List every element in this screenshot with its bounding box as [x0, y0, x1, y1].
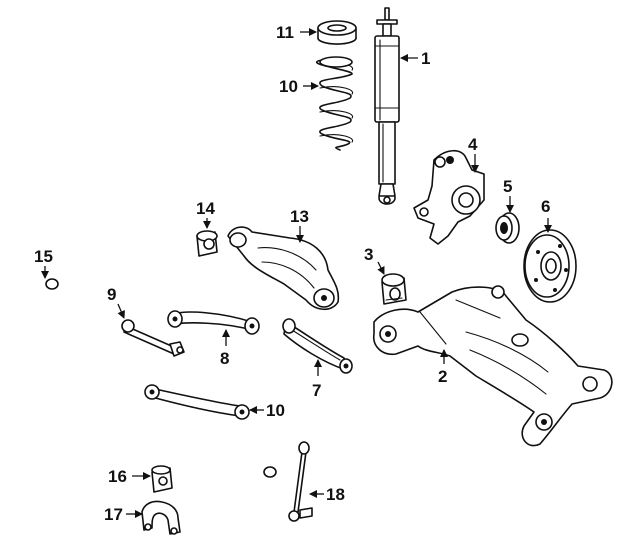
- callout-4: 4: [468, 135, 479, 173]
- knuckle-icon: [413, 149, 485, 245]
- callout-label: 10: [279, 77, 298, 96]
- lower-spring-link-icon: [227, 226, 340, 311]
- callout-label: 8: [220, 349, 229, 368]
- callout-label: 10: [266, 401, 285, 420]
- subframe-bushing-icon: [381, 273, 407, 305]
- callout-label: 1: [421, 49, 430, 68]
- callout-1: 1: [400, 49, 430, 68]
- callout-9: 9: [107, 285, 125, 319]
- callout-14: 14: [196, 199, 215, 229]
- callout-label: 7: [312, 381, 321, 400]
- callout-label: 5: [503, 177, 512, 196]
- hub-flange-icon: [523, 229, 577, 303]
- stabilizer-bushing-icon: [151, 465, 173, 493]
- callout-2: 2: [438, 349, 448, 386]
- stabilizer-bar-icon: [11, 278, 277, 478]
- callout-12: 11: [276, 23, 317, 42]
- callout-label: 6: [541, 197, 550, 216]
- upper-control-arm-icon: [167, 310, 260, 335]
- callout-10: 10: [249, 401, 285, 420]
- lower-control-arm-icon: [144, 384, 250, 420]
- trailing-arm-icon: [282, 318, 353, 374]
- callout-7: 7: [312, 359, 322, 400]
- callout-label: 14: [196, 199, 215, 218]
- bushing-bracket-icon: [141, 500, 181, 535]
- callout-3: 3: [364, 245, 385, 275]
- callout-label: 9: [107, 285, 116, 304]
- callout-15: 15: [34, 247, 53, 279]
- shock-absorber-icon: [374, 7, 400, 205]
- crossmember-subframe-icon: [372, 285, 613, 447]
- callout-label: 11: [276, 23, 294, 42]
- callout-label: 13: [290, 207, 309, 226]
- callout-8: 8: [220, 329, 230, 368]
- callout-label: 3: [364, 245, 373, 264]
- tie-rod-icon: [121, 319, 185, 357]
- stabilizer-link-icon: [288, 441, 313, 522]
- callout-18: 18: [309, 485, 345, 504]
- callout-label: 4: [468, 135, 478, 154]
- callout-5: 5: [503, 177, 514, 213]
- callout-6: 6: [541, 197, 552, 233]
- callout-16: 16: [108, 467, 151, 486]
- coil-spring-icon: [316, 56, 354, 151]
- spring-insulator-icon: [317, 20, 357, 45]
- callout-label: 2: [438, 367, 447, 386]
- callout-label: 16: [108, 467, 127, 486]
- callout-17: 17: [104, 505, 143, 524]
- callout-label: 15: [34, 247, 53, 266]
- link-bushing-icon: [196, 230, 218, 257]
- wheel-bearing-icon: [495, 212, 520, 244]
- callout-label: 17: [104, 505, 123, 524]
- callout-13: 13: [290, 207, 309, 243]
- callout-label: 18: [326, 485, 345, 504]
- callout-11: 10: [279, 77, 319, 96]
